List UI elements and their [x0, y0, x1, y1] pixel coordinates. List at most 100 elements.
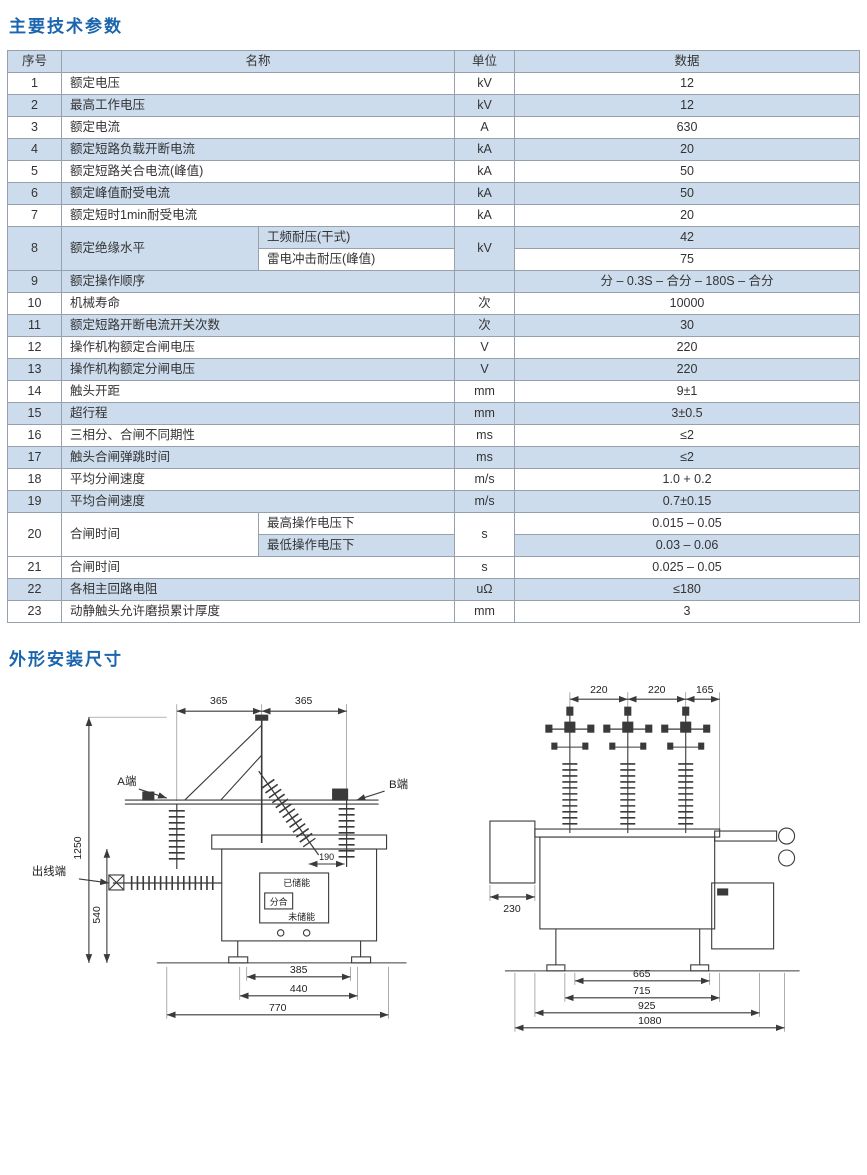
side-view-labels: 365 365 A端 B端 1250 540 190 出线端 已储能 分合 未储… [32, 696, 408, 1014]
cell-data: 42 [514, 226, 861, 249]
cell-data: 50 [514, 182, 861, 205]
dimension-drawings: 365 365 A端 B端 1250 540 190 出线端 已储能 分合 未储… [7, 683, 860, 1035]
terminal-a-label: A端 [117, 775, 136, 788]
cell-name: 动静触头允许磨损累计厚度 [60, 600, 456, 623]
cell-no: 7 [7, 204, 62, 227]
header-data: 数据 [514, 50, 861, 73]
cell-no: 5 [7, 160, 62, 183]
cell-data: 220 [514, 358, 861, 381]
cell-data: ≤2 [514, 424, 861, 447]
cell-subname: 最高操作电压下 [257, 512, 456, 535]
cell-name: 操作机构额定合闸电压 [60, 336, 456, 359]
section-title-dimensions: 外形安装尺寸 [9, 650, 123, 669]
dimension-label: 715 [634, 986, 652, 997]
cell-data: 3 [514, 600, 861, 623]
dimension-label: 540 [92, 906, 103, 924]
cell-name: 合闸时间 [60, 556, 456, 579]
outlet-terminal-label: 出线端 [32, 864, 66, 878]
cell-no: 3 [7, 116, 62, 139]
cell-data: 20 [514, 204, 861, 227]
cell-data: 30 [514, 314, 861, 337]
cell-unit: kA [454, 204, 516, 227]
cell-name: 超行程 [60, 402, 456, 425]
cell-data: 9±1 [514, 380, 861, 403]
cell-unit: s [454, 556, 516, 579]
front-view-geometry [489, 692, 801, 1032]
breaker-side-view-drawing: 365 365 A端 B端 1250 540 190 出线端 已储能 分合 未储… [32, 696, 408, 1019]
cell-name: 额定电流 [60, 116, 456, 139]
dimension-label: 220 [649, 685, 667, 696]
cell-data: 10000 [514, 292, 861, 315]
cell-name: 各相主回路电阻 [60, 578, 456, 601]
cell-data: 1.0 + 0.2 [514, 468, 861, 491]
open-close-indicator: 分合 [270, 896, 288, 907]
cell-no: 9 [7, 270, 62, 293]
cell-data: 分 – 0.3S – 合分 – 180S – 合分 [514, 270, 861, 293]
dimension-label: 230 [504, 904, 522, 915]
cell-unit: mm [454, 380, 516, 403]
cell-unit: kA [454, 182, 516, 205]
cell-name: 额定短路关合电流(峰值) [60, 160, 456, 183]
cell-data: 75 [514, 248, 861, 271]
cell-subname: 工频耐压(干式) [257, 226, 456, 249]
cell-no: 23 [7, 600, 62, 623]
dimension-label: 365 [295, 696, 313, 707]
cell-unit [454, 270, 516, 293]
cell-data: 50 [514, 160, 861, 183]
cell-name: 触头合闸弹跳时间 [60, 446, 456, 469]
cell-no: 13 [7, 358, 62, 381]
dimension-label: 770 [269, 1003, 287, 1014]
cell-name: 三相分、合闸不同期性 [60, 424, 456, 447]
cell-name: 平均分闸速度 [60, 468, 456, 491]
cell-unit: A [454, 116, 516, 139]
cell-name: 额定短时1min耐受电流 [60, 204, 456, 227]
cell-no: 17 [7, 446, 62, 469]
cell-unit: kA [454, 138, 516, 161]
dimension-label: 220 [591, 685, 609, 696]
cell-no: 20 [7, 512, 62, 557]
cell-no: 11 [7, 314, 62, 337]
cell-data: 3±0.5 [514, 402, 861, 425]
dimension-label: 440 [290, 984, 308, 995]
cell-name: 触头开距 [60, 380, 456, 403]
header-unit: 单位 [454, 50, 516, 73]
table-row: 雷电冲击耐压(峰值)75 [8, 248, 861, 271]
cell-subname: 最低操作电压下 [257, 534, 456, 557]
cell-no: 21 [7, 556, 62, 579]
cell-name: 平均合闸速度 [60, 490, 456, 513]
cell-unit: kA [454, 160, 516, 183]
dimension-label: 190 [319, 852, 334, 862]
cell-no: 12 [7, 336, 62, 359]
cell-no: 2 [7, 94, 62, 117]
cell-name: 额定短路开断电流开关次数 [60, 314, 456, 337]
cell-name: 额定电压 [60, 72, 456, 95]
breaker-front-view-drawing: 220 220 165 230 665 715 925 1080 [489, 685, 801, 1032]
cell-data: 12 [514, 72, 861, 95]
terminal-b-label: B端 [389, 778, 408, 791]
cell-unit: kV [454, 226, 516, 271]
cell-unit: ms [454, 446, 516, 469]
cell-unit: 次 [454, 292, 516, 315]
cell-no: 22 [7, 578, 62, 601]
cell-unit: kV [454, 94, 516, 117]
cell-no: 14 [7, 380, 62, 403]
cell-data: 20 [514, 138, 861, 161]
cell-no: 16 [7, 424, 62, 447]
